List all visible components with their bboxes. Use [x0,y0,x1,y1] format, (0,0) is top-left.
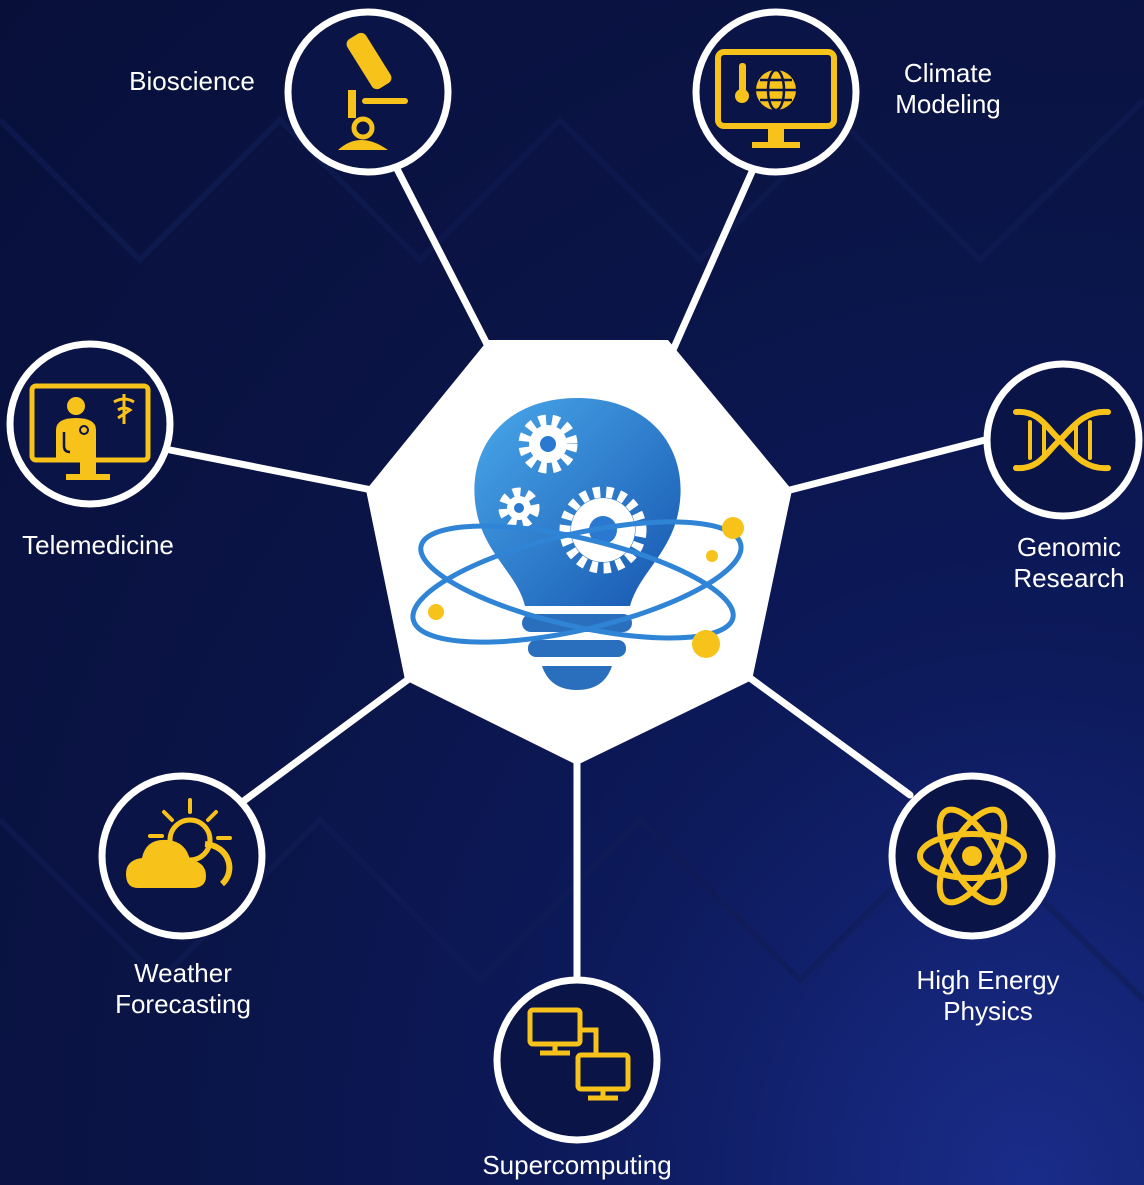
label-genomic-research: Genomic Research [1013,532,1125,593]
label-high-energy-physics: High Energy Physics [916,965,1060,1026]
label-climate-modeling: Climate Modeling [895,58,1001,119]
networked-computers-icon [527,1007,631,1101]
lightbulb-gears-atom-icon [410,398,744,690]
microscope-icon [338,32,408,150]
monitor-thermometer-globe-icon [715,49,837,148]
label-supercomputing: Supercomputing [482,1150,672,1180]
node-climate-modeling [692,8,860,176]
node-supercomputing [493,976,661,1144]
connector-weather-forecasting [241,674,414,804]
central-hub [366,340,792,765]
label-weather-forecasting: Weather Forecasting [115,958,251,1019]
atom-icon [917,806,1027,906]
node-weather-forecasting [98,772,266,940]
sun-cloud-icon [126,798,233,888]
connector-bioscience [391,161,494,354]
node-telemedicine [6,340,174,508]
label-bioscience: Bioscience [129,66,255,96]
node-high-energy-physics [888,772,1056,940]
connector-telemedicine [166,446,376,494]
dna-helix-icon [1013,408,1111,472]
connector-climate-modeling [669,161,759,354]
node-genomic-research [983,360,1143,520]
node-bioscience [284,8,452,176]
connector-high-energy-physics [746,674,914,799]
label-telemedicine: Telemedicine [22,530,174,560]
doctor-monitor-icon [29,383,151,480]
connector-genomic-research [786,436,989,494]
